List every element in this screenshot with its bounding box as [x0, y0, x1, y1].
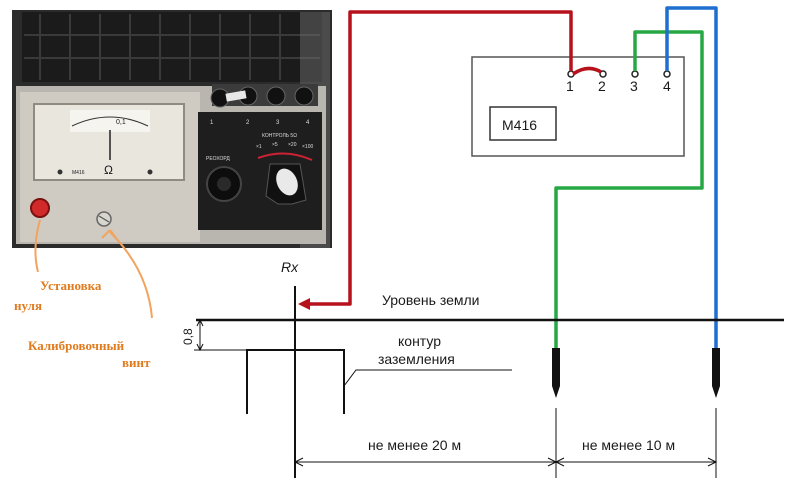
- depth-dimension: [194, 318, 246, 352]
- control-label: КОНТРОЛЬ 5Ω: [262, 133, 297, 139]
- svg-text:2: 2: [598, 78, 606, 94]
- zero-setting-label: Установка: [40, 278, 102, 293]
- range-labels: ×1 ×5 ×20 ×100: [256, 142, 313, 150]
- contour-label-2: заземления: [378, 351, 455, 367]
- ohm-symbol: Ω: [104, 163, 113, 177]
- panel-terminal-numbers: 1 2 3 4: [210, 120, 310, 126]
- terminal-knobs: [210, 84, 318, 108]
- zero-setting-button[interactable]: [30, 198, 50, 218]
- zero-setting-label-2: нуля: [14, 298, 42, 313]
- contour-leader: [343, 369, 512, 387]
- rx-label: Rx: [281, 259, 299, 275]
- distance-dimensions: [293, 408, 718, 478]
- distance-label-10m: не менее 10 м: [582, 437, 675, 453]
- svg-text:2: 2: [246, 120, 250, 126]
- green-wire: [554, 30, 704, 348]
- svg-text:×5: ×5: [272, 142, 278, 148]
- svg-text:3: 3: [630, 78, 638, 94]
- rheochord-label: РЕОХОРД: [206, 156, 230, 162]
- svg-text:4: 4: [663, 78, 671, 94]
- distance-label-20m: не менее 20 м: [368, 437, 461, 453]
- annotation-labels: Установка нуля Калибровочный винт: [14, 278, 151, 370]
- device-label: М416: [502, 117, 537, 133]
- svg-text:3: 3: [276, 120, 280, 126]
- calibration-screw-label-2: винт: [122, 355, 151, 370]
- device-label-box: [489, 106, 557, 141]
- device-model-small: М416: [72, 170, 85, 176]
- red-wire-arrow: [298, 298, 310, 310]
- ground-level-label: Уровень земли: [382, 292, 479, 308]
- red-wire: [304, 10, 602, 306]
- svg-text:×100: ×100: [302, 144, 313, 150]
- blue-wire: [665, 6, 718, 348]
- potential-electrode: [552, 348, 560, 398]
- svg-text:×1: ×1: [256, 144, 262, 150]
- current-electrode: [712, 348, 720, 398]
- contour-label-1: контур: [398, 333, 441, 349]
- depth-label: 0,8: [181, 328, 195, 345]
- annotation-pointers: [34, 219, 153, 319]
- calibration-screw-label: Калибровочный: [28, 338, 125, 353]
- device-photo: 0,1 Ω М416 1 2 3 4 КОНТРОЛЬ 5Ω ×1 ×5 ×20…: [12, 10, 332, 248]
- svg-text:4: 4: [306, 120, 310, 126]
- meter-scale-mark: 0,1: [116, 119, 126, 126]
- svg-text:×20: ×20: [288, 142, 297, 148]
- range-switch-knob[interactable]: [265, 163, 307, 205]
- svg-text:1: 1: [210, 120, 214, 126]
- grounding-contour: [246, 349, 345, 414]
- svg-text:1: 1: [566, 78, 574, 94]
